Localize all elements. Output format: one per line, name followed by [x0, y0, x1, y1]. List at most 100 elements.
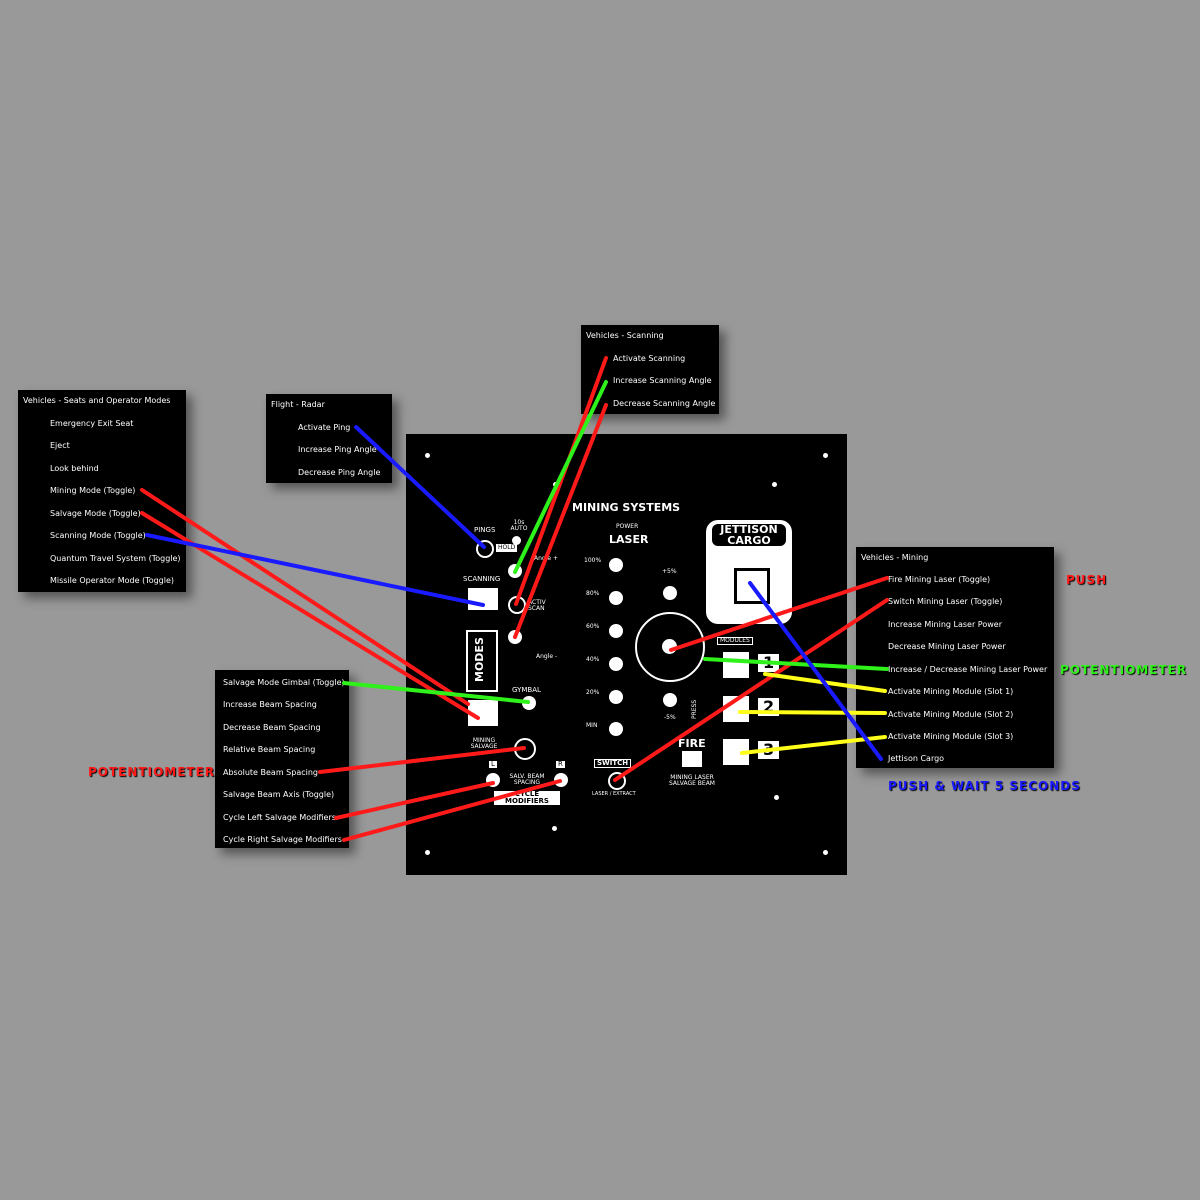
wire-salvage-gimbal: [342, 681, 530, 704]
box-item: Decrease Beam Spacing: [223, 723, 321, 732]
potentiometer-note-right: POTENTIOMETER: [1060, 663, 1188, 677]
push-note: PUSH: [1066, 573, 1108, 587]
box-item: Activate Mining Module (Slot 1): [888, 687, 1014, 696]
box-item: Increase Ping Angle: [298, 445, 377, 454]
power-20-button[interactable]: [609, 690, 623, 704]
power-level-label: 40%: [586, 656, 600, 663]
box-item: Emergency Exit Seat: [50, 419, 134, 428]
mount-hole: [552, 826, 557, 831]
wire-mining-mode: [140, 488, 470, 706]
salvage-box: Salvage Mode Gimbal (Toggle) Increase Be…: [215, 670, 349, 848]
potentiometer-note-left: POTENTIOMETER: [88, 765, 216, 779]
wire-laser-power: [703, 657, 889, 671]
box-item: Increase Mining Laser Power: [888, 620, 1002, 629]
laser-label: LASER: [609, 533, 649, 546]
left-badge: L: [489, 760, 497, 768]
wire-activate-ping: [354, 425, 486, 549]
mount-hole: [774, 795, 779, 800]
box-item: Salvage Beam Axis (Toggle): [223, 790, 335, 799]
salv-beam-label: SALV. BEAM SPACING: [509, 773, 545, 786]
scanning-box: Vehicles - Scanning Activate Scanning In…: [581, 325, 719, 414]
wire-increase-scan-angle: [513, 380, 608, 574]
wire-cycle-right: [342, 779, 562, 842]
power-100-button[interactable]: [609, 558, 623, 572]
hold-badge: HOLD: [496, 544, 518, 552]
minus5-label: -5%: [664, 714, 676, 721]
wire-absolute-beam-spacing: [318, 746, 526, 774]
power-level-label: MIN: [586, 722, 598, 729]
module-1-button[interactable]: [723, 652, 749, 678]
power-level-label: 20%: [586, 689, 600, 696]
box-item: Quantum Travel System (Toggle): [50, 554, 181, 563]
wire-switch-laser: [613, 598, 889, 782]
box-item: Missile Operator Mode (Toggle): [50, 576, 175, 585]
fire-label: FIRE: [678, 737, 706, 750]
wire-activate-scanning: [514, 356, 608, 606]
box-item: Activate Mining Module (Slot 2): [888, 710, 1014, 719]
box-item: Scanning Mode (Toggle): [50, 531, 146, 540]
power-60-button[interactable]: [609, 624, 623, 638]
box-item: Relative Beam Spacing: [223, 745, 316, 754]
box-item: Jettison Cargo: [888, 754, 945, 763]
box-item: Cycle Right Salvage Modifiers: [223, 835, 342, 844]
box-item: Activate Mining Module (Slot 3): [888, 732, 1014, 741]
power-min-button[interactable]: [609, 722, 623, 736]
box-item: Eject: [50, 441, 70, 450]
active-scan-label: ACTIV SCAN: [528, 599, 546, 612]
seats-box: Vehicles - Seats and Operator Modes Emer…: [18, 390, 186, 592]
right-badge: R: [556, 760, 565, 768]
laser-warning-icon: [682, 751, 702, 767]
box-header: Vehicles - Mining: [861, 553, 929, 562]
auto-led: [512, 536, 521, 545]
box-item: Decrease Mining Laser Power: [888, 642, 1006, 651]
power-level-label: 100%: [584, 557, 602, 564]
wire-jettison-cargo: [748, 581, 883, 761]
box-item: Salvage Mode Gimbal (Toggle): [223, 678, 345, 687]
power-level-label: 60%: [586, 623, 600, 630]
box-item: Mining Mode (Toggle): [50, 486, 136, 495]
mount-hole: [425, 453, 430, 458]
box-item: Increase Beam Spacing: [223, 700, 317, 709]
mining-salvage-label: MINING SALVAGE: [470, 737, 498, 750]
box-item: Switch Mining Laser (Toggle): [888, 597, 1003, 606]
wire-fire-laser: [669, 576, 889, 652]
power-80-button[interactable]: [609, 591, 623, 605]
wire-module-3: [740, 735, 887, 755]
push-wait-note: PUSH & WAIT 5 SECONDS: [888, 779, 1081, 793]
box-item: Decrease Scanning Angle: [613, 399, 716, 408]
modules-label: MODULES: [717, 637, 753, 645]
power-up-button[interactable]: [663, 586, 677, 600]
box-item: Activate Scanning: [613, 354, 686, 363]
angle-minus-label: Angle -: [536, 653, 558, 660]
switch-label: SWITCH: [594, 759, 632, 768]
box-item: Salvage Mode (Toggle): [50, 509, 141, 518]
power-40-button[interactable]: [609, 657, 623, 671]
box-item: Increase / Decrease Mining Laser Power: [888, 665, 1048, 674]
box-item: Decrease Ping Angle: [298, 468, 381, 477]
box-item: Look behind: [50, 464, 99, 473]
wire-module-2: [738, 710, 887, 715]
auto-label: 10s AUTO: [510, 519, 528, 532]
plus5-label: +5%: [662, 568, 677, 575]
scanning-label: SCANNING: [463, 575, 501, 583]
jettison-label: JETTISON CARGO: [712, 524, 786, 546]
box-item: Cycle Left Salvage Modifiers: [223, 813, 336, 822]
panel-title: MINING SYSTEMS: [572, 501, 681, 514]
mount-hole: [425, 850, 430, 855]
box-header: Vehicles - Scanning: [586, 331, 664, 340]
mount-hole: [772, 482, 777, 487]
fire-description: MINING LASER SALVAGE BEAM: [669, 774, 715, 787]
power-down-button[interactable]: [663, 693, 677, 707]
box-header: Vehicles - Seats and Operator Modes: [23, 396, 171, 405]
mining-box: Vehicles - Mining Fire Mining Laser (Tog…: [856, 547, 1054, 768]
pings-label: PINGS: [474, 526, 496, 534]
power-label: POWER: [616, 523, 639, 530]
box-item: Absolute Beam Spacing: [223, 768, 318, 777]
box-item: Increase Scanning Angle: [613, 376, 712, 385]
box-header: Flight - Radar: [271, 400, 325, 409]
mount-hole: [823, 850, 828, 855]
mount-hole: [823, 453, 828, 458]
laser-extract-label: LASER / EXTRACT: [592, 791, 636, 797]
wire-decrease-scan-angle: [513, 403, 608, 639]
